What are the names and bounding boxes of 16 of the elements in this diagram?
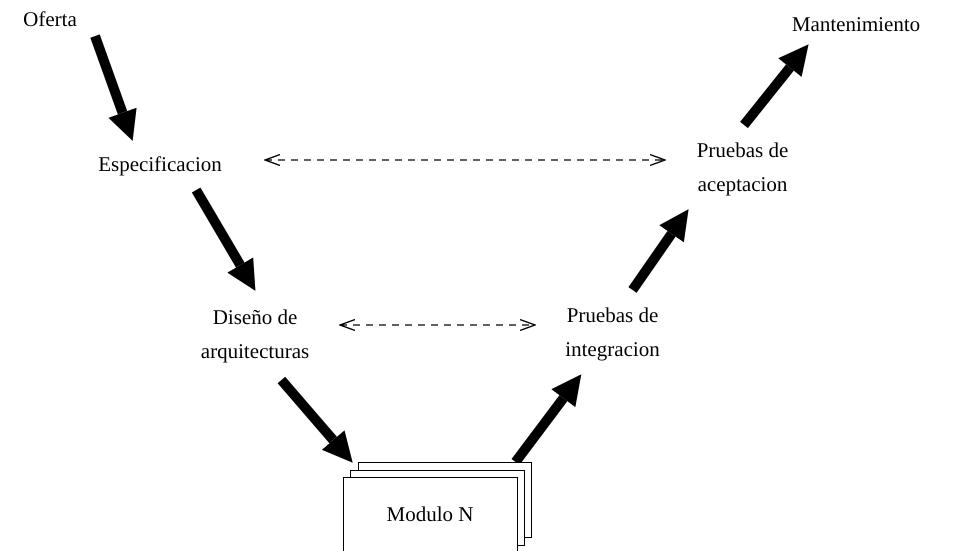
document-stack bbox=[343, 462, 533, 551]
dashed-double-arrow bbox=[264, 154, 666, 166]
stage-label: Pruebas de integracion bbox=[564, 302, 661, 362]
stage-label: Diseño de arquitecturas bbox=[200, 304, 310, 365]
thick-arrow bbox=[278, 376, 353, 463]
stage-label: Oferta bbox=[23, 6, 77, 34]
stage-label: Mantenimiento bbox=[792, 11, 920, 38]
stage-label: Pruebas de aceptacion bbox=[696, 136, 790, 198]
thick-arrow bbox=[90, 34, 137, 141]
module-label: Modulo N bbox=[386, 501, 474, 528]
dashed-double-arrow bbox=[339, 318, 536, 332]
stage-label: Especificacion bbox=[98, 151, 222, 178]
thick-arrow bbox=[512, 374, 582, 465]
thick-arrow bbox=[740, 44, 809, 128]
thick-arrow bbox=[192, 187, 256, 291]
thick-arrow bbox=[628, 209, 689, 293]
